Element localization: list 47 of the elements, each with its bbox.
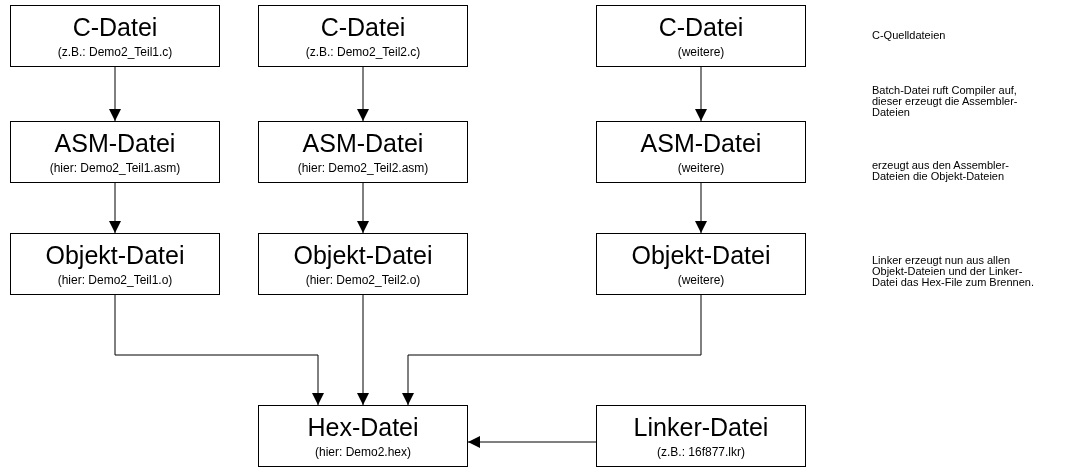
arrow	[357, 294, 369, 406]
arrow	[467, 436, 597, 448]
file-example: (weitere)	[677, 159, 725, 176]
file-example: (z.B.: Demo2_Teil1.c)	[57, 43, 173, 60]
arrow	[357, 182, 369, 234]
file-title: Objekt-Datei	[631, 240, 771, 269]
file-box	[596, 233, 806, 295]
arrow	[109, 66, 121, 122]
file-title: Linker-Datei	[633, 412, 769, 441]
note-text: C-Quelldateien	[872, 30, 947, 41]
file-title: ASM-Datei	[302, 128, 424, 157]
file-title: ASM-Datei	[54, 128, 176, 157]
file-box	[258, 405, 468, 467]
arrow	[114, 294, 324, 406]
file-box	[596, 405, 806, 467]
file-box	[10, 233, 220, 295]
file-example: (hier: Demo2_Teil2.o)	[305, 271, 421, 288]
file-example: (hier: Demo2.hex)	[314, 443, 411, 460]
file-example: (hier: Demo2_Teil1.o)	[57, 271, 173, 288]
file-box	[258, 121, 468, 183]
file-box	[596, 121, 806, 183]
file-box	[10, 121, 220, 183]
file-title: C-Datei	[658, 12, 744, 41]
file-title: C-Datei	[72, 12, 158, 41]
file-title: C-Datei	[320, 12, 406, 41]
file-box	[596, 5, 806, 67]
file-title: Objekt-Datei	[45, 240, 185, 269]
file-box	[10, 5, 220, 67]
file-title: Hex-Datei	[307, 412, 419, 441]
arrow	[357, 66, 369, 122]
file-example: (weitere)	[677, 271, 725, 288]
file-example: (hier: Demo2_Teil2.asm)	[297, 159, 429, 176]
arrow	[402, 294, 702, 406]
note-text: erzeugt aus den Assembler-Dateien die Objekt-Dateien	[872, 160, 1010, 182]
arrow	[695, 182, 707, 234]
file-example: (z.B.: Demo2_Teil2.c)	[305, 43, 421, 60]
file-example: (weitere)	[677, 43, 725, 60]
note-text: Linker erzeugt nun aus allen Objekt-Dateien und der Linker-Datei das Hex-File zum Brennen.	[872, 255, 1035, 288]
arrow	[109, 182, 121, 234]
file-title: Objekt-Datei	[293, 240, 433, 269]
file-example: (hier: Demo2_Teil1.asm)	[49, 159, 181, 176]
file-box	[258, 233, 468, 295]
arrow	[695, 66, 707, 122]
file-box	[258, 5, 468, 67]
file-example: (z.B.: 16f877.lkr)	[657, 443, 745, 460]
file-title: ASM-Datei	[640, 128, 762, 157]
note-text: Batch-Datei ruft Compiler auf, dieser erzeugt die Assembler-Dateien	[872, 85, 1019, 118]
